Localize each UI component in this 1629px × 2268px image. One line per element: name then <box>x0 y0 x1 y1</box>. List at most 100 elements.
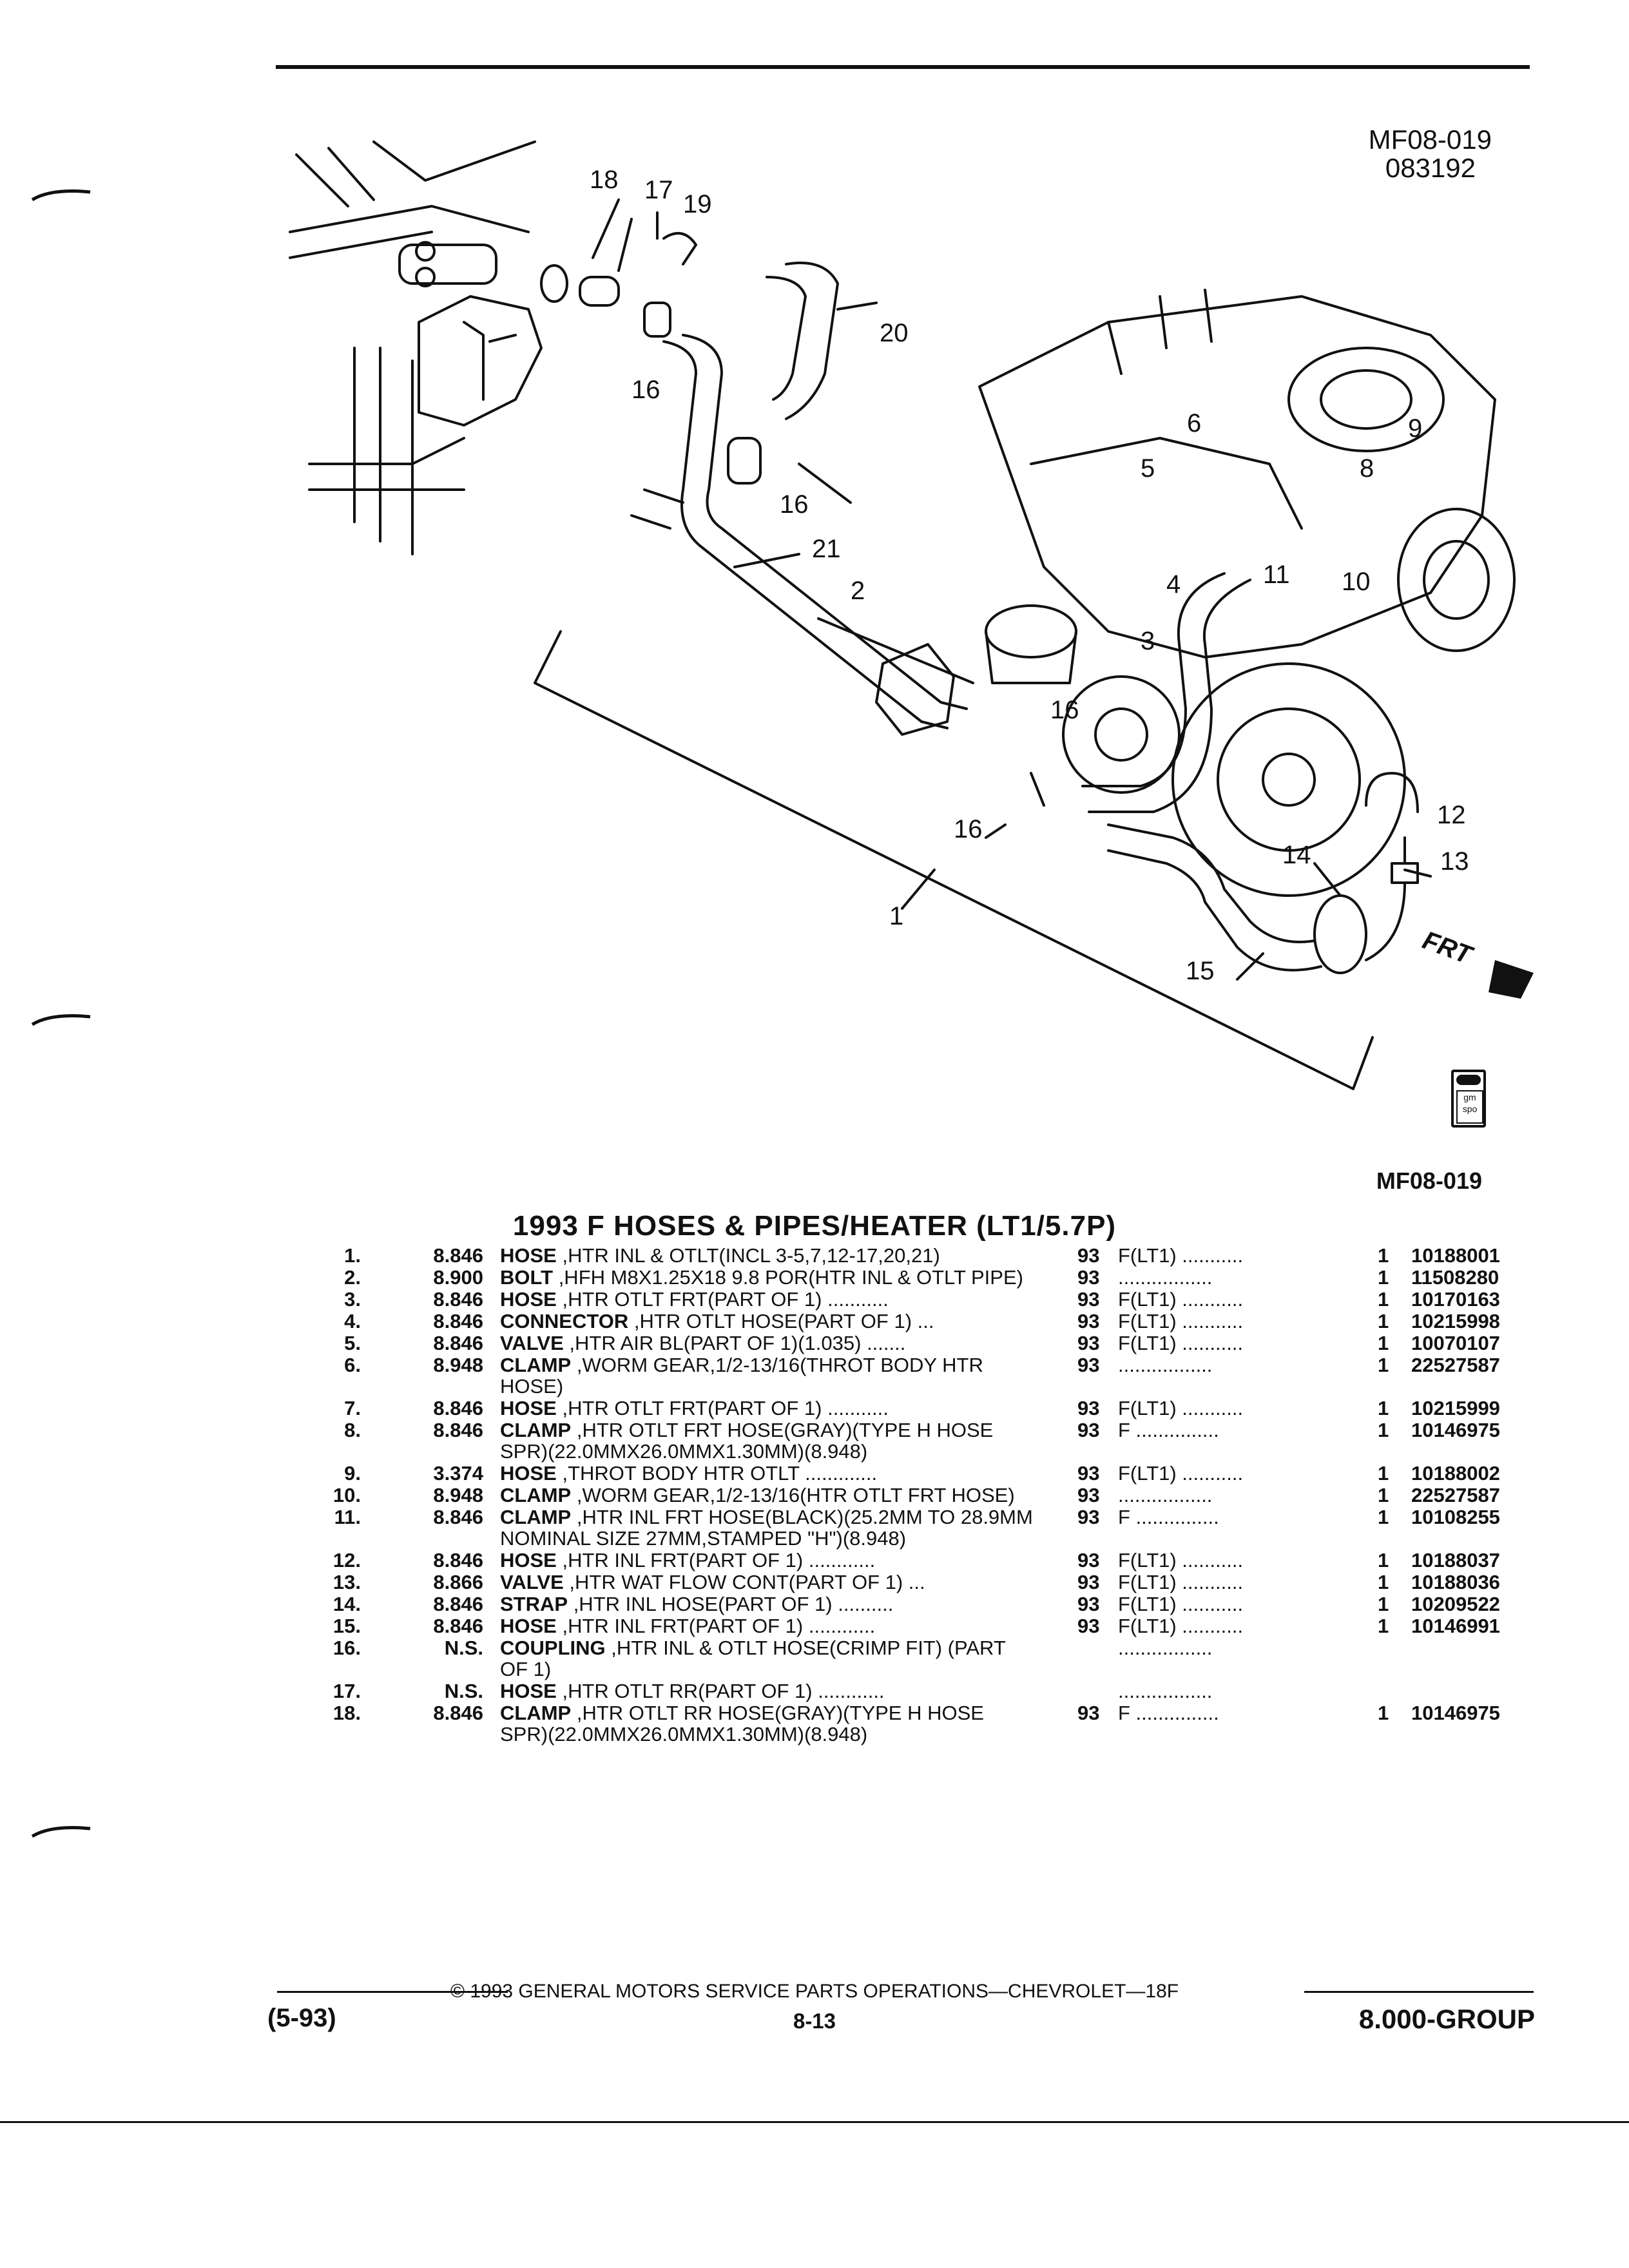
part-number: 10146975 <box>1411 1702 1500 1724</box>
model-code: F(LT1) ........... <box>1118 1462 1244 1485</box>
ref-number: 6. <box>344 1354 361 1376</box>
part-name: STRAP <box>500 1593 568 1615</box>
quantity: 1 <box>1378 1310 1389 1332</box>
callout-12: 12 <box>1437 801 1466 829</box>
model-code: F(LT1) ........... <box>1118 1571 1244 1593</box>
part-detail: ,HTR INL HOSE(PART OF 1) .......... <box>568 1593 894 1615</box>
model-code: ................. <box>1118 1266 1213 1289</box>
ref-number: 16. <box>333 1637 361 1659</box>
ref-number: 18. <box>333 1702 361 1724</box>
model-year: 93 <box>1077 1462 1100 1485</box>
group-number: 8.846 <box>433 1419 483 1441</box>
part-detail: ,THROT BODY HTR OTLT ............. <box>556 1462 878 1485</box>
callout-2: 2 <box>851 577 865 605</box>
part-description: HOSE ,HTR OTLT RR(PART OF 1) ...........… <box>500 1680 1035 1702</box>
part-number: 10209522 <box>1411 1593 1500 1615</box>
footer-rule-right <box>1304 1991 1534 1993</box>
ref-number: 4. <box>344 1310 361 1332</box>
model-code: ................. <box>1118 1680 1213 1702</box>
model-code: F ............... <box>1118 1506 1219 1528</box>
part-detail: ,HTR INL & OTLT HOSE(CRIMP FIT) (PART OF… <box>500 1637 1006 1680</box>
model-year: 93 <box>1077 1571 1100 1593</box>
callout-9: 9 <box>1408 414 1422 443</box>
part-number: 10215998 <box>1411 1310 1500 1332</box>
callout-13: 13 <box>1440 847 1469 876</box>
part-description: VALVE ,HTR AIR BL(PART OF 1)(1.035) ....… <box>500 1332 1035 1354</box>
ref-number: 13. <box>333 1571 361 1593</box>
parts-row: 16. N.S. COUPLING ,HTR INL & OTLT HOSE(CRI… <box>0 1637 1629 1680</box>
part-description: HOSE ,HTR OTLT FRT(PART OF 1) ..........… <box>500 1398 1035 1419</box>
ref-number: 10. <box>333 1484 361 1506</box>
part-number: 22527587 <box>1411 1484 1500 1506</box>
page-title: 1993 F HOSES & PIPES/HEATER (LT1/5.7P) <box>512 1210 1117 1242</box>
part-name: HOSE <box>500 1680 557 1702</box>
part-number: 10215999 <box>1411 1397 1500 1419</box>
callout-15: 15 <box>1186 957 1215 985</box>
part-number: 10108255 <box>1411 1506 1500 1528</box>
part-number: 10188001 <box>1411 1244 1500 1267</box>
illustration-code: MF08-019 <box>1368 124 1492 155</box>
group-number: 8.948 <box>433 1354 483 1376</box>
quantity: 1 <box>1378 1244 1389 1267</box>
group-number: 8.846 <box>433 1244 483 1267</box>
part-detail: ,HTR INL & OTLT(INCL 3-5,7,12-17,20,21) <box>556 1244 940 1267</box>
quantity: 1 <box>1378 1462 1389 1485</box>
model-code: F ............... <box>1118 1419 1219 1441</box>
ref-number: 14. <box>333 1593 361 1615</box>
copyright-line: © 1993 GENERAL MOTORS SERVICE PARTS OPER… <box>450 1981 1179 2002</box>
callout-5: 5 <box>1141 454 1155 483</box>
group-number: 8.846 <box>433 1310 483 1332</box>
part-detail: ,HTR OTLT FRT(PART OF 1) ........... <box>556 1288 889 1311</box>
quantity: 1 <box>1378 1332 1389 1354</box>
part-description: COUPLING ,HTR INL & OTLT HOSE(CRIMP FIT)… <box>500 1637 1035 1680</box>
part-name: CLAMP <box>500 1484 572 1506</box>
quantity: 1 <box>1378 1288 1389 1311</box>
callout-8: 8 <box>1360 454 1374 483</box>
part-detail: ,HFH M8X1.25X18 9.8 POR(HTR INL & OTLT P… <box>553 1266 1023 1289</box>
ref-number: 15. <box>333 1615 361 1637</box>
quantity: 1 <box>1378 1354 1389 1376</box>
part-detail: ,HTR INL FRT HOSE(BLACK)(25.2MM TO 28.9M… <box>500 1506 1033 1550</box>
part-name: BOLT <box>500 1266 554 1289</box>
part-number: 11508280 <box>1411 1266 1499 1289</box>
model-year: 93 <box>1077 1484 1100 1506</box>
part-detail: ,HTR INL FRT(PART OF 1) ............ <box>556 1615 876 1637</box>
ref-number: 8. <box>344 1419 361 1441</box>
part-name: HOSE <box>500 1615 557 1637</box>
model-year: 93 <box>1077 1702 1100 1724</box>
part-description: CLAMP ,WORM GEAR,1/2-13/16(THROT BODY HT… <box>500 1354 1035 1397</box>
part-description: HOSE ,THROT BODY HTR OTLT ............. <box>500 1463 1035 1484</box>
model-code: ................. <box>1118 1484 1213 1506</box>
part-description: CLAMP ,HTR INL FRT HOSE(BLACK)(25.2MM TO… <box>500 1506 1035 1549</box>
model-year: 93 <box>1077 1419 1100 1441</box>
model-year: 93 <box>1077 1397 1100 1419</box>
part-number: 10188036 <box>1411 1571 1500 1593</box>
model-code: F(LT1) ........... <box>1118 1288 1244 1311</box>
parts-row: 17.N.S.HOSE ,HTR OTLT RR(PART OF 1) ....… <box>0 1680 1629 1702</box>
part-description: STRAP ,HTR INL HOSE(PART OF 1) .........… <box>500 1593 1035 1615</box>
bottom-rule <box>0 2121 1629 2123</box>
part-name: VALVE <box>500 1571 564 1593</box>
part-detail: ,HTR AIR BL(PART OF 1)(1.035) ....... <box>563 1332 906 1354</box>
callout-17: 17 <box>644 176 673 204</box>
ref-number: 1. <box>344 1244 361 1267</box>
exploded-diagram: 18 17 19 20 16 16 21 2 5 6 8 9 10 11 4 3… <box>289 140 1534 1090</box>
ref-number: 5. <box>344 1332 361 1354</box>
part-name: CONNECTOR <box>500 1310 629 1332</box>
ref-number: 17. <box>333 1680 361 1702</box>
part-name: HOSE <box>500 1549 557 1571</box>
callout-3: 3 <box>1141 627 1155 655</box>
model-year: 93 <box>1077 1244 1100 1267</box>
part-name: HOSE <box>500 1462 557 1485</box>
group-label: 8.000-GROUP <box>1358 2004 1535 2034</box>
group-number: N.S. <box>444 1637 483 1659</box>
model-code: F(LT1) ........... <box>1118 1549 1244 1571</box>
callout-21: 21 <box>812 535 841 563</box>
frt-label: FRT <box>1419 926 1478 970</box>
